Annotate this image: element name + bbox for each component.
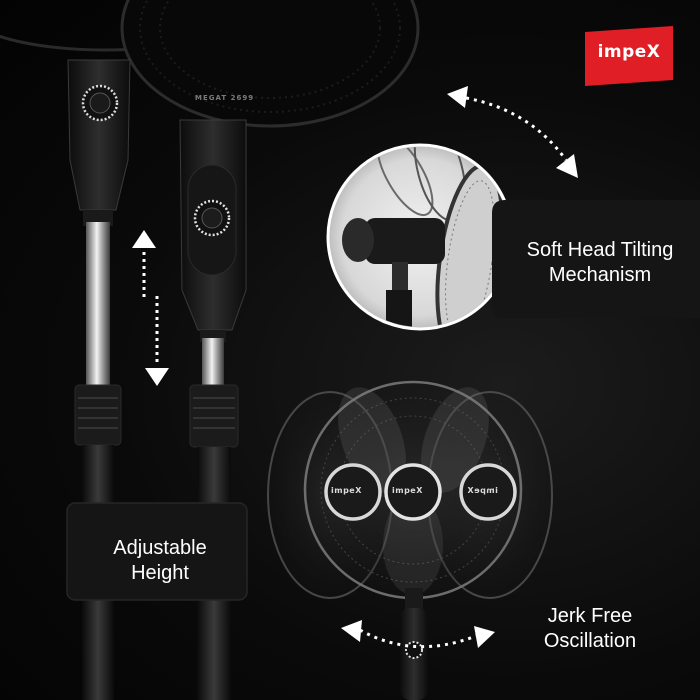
- oscillation-label-line1: Jerk Free: [547, 605, 633, 627]
- height-label-box: [66, 502, 248, 601]
- top-fan-grills: MEGAT 2699: [0, 0, 420, 128]
- brand-logo-text: impeX: [597, 42, 661, 62]
- oscillation-label-line2: Oscillation: [543, 630, 637, 652]
- fan-brand-left: impeX: [331, 486, 362, 495]
- right-fan: [179, 119, 247, 700]
- height-label-line1: Adjustable: [113, 537, 207, 559]
- brand-logo: impeX: [585, 26, 673, 86]
- height-label-line2: Height: [131, 562, 189, 584]
- tilt-label-box: [492, 200, 700, 318]
- tilt-inset: [326, 143, 514, 331]
- oscillation-arrow-icon: [341, 620, 495, 649]
- tilt-feature-label: Soft Head Tilting Mechanism: [505, 238, 695, 288]
- brand-badge-shape: [585, 26, 673, 86]
- tilt-label-line2: Mechanism: [548, 264, 652, 286]
- svg-text:MEGAT 2699: MEGAT 2699: [195, 94, 254, 102]
- left-fan: [67, 59, 131, 700]
- oscillation-feature-label: Jerk Free Oscillation: [520, 604, 660, 654]
- fan-brand-mirrored: impeX: [467, 486, 498, 495]
- height-feature-label: Adjustable Height: [80, 536, 240, 586]
- fan-brand-center: impeX: [392, 486, 423, 495]
- tilt-arrow-icon: [447, 86, 578, 178]
- tilt-label-line1: Soft Head Tilting: [526, 239, 674, 261]
- height-arrow-icon: [132, 230, 169, 386]
- oscillation-fans: [267, 380, 553, 700]
